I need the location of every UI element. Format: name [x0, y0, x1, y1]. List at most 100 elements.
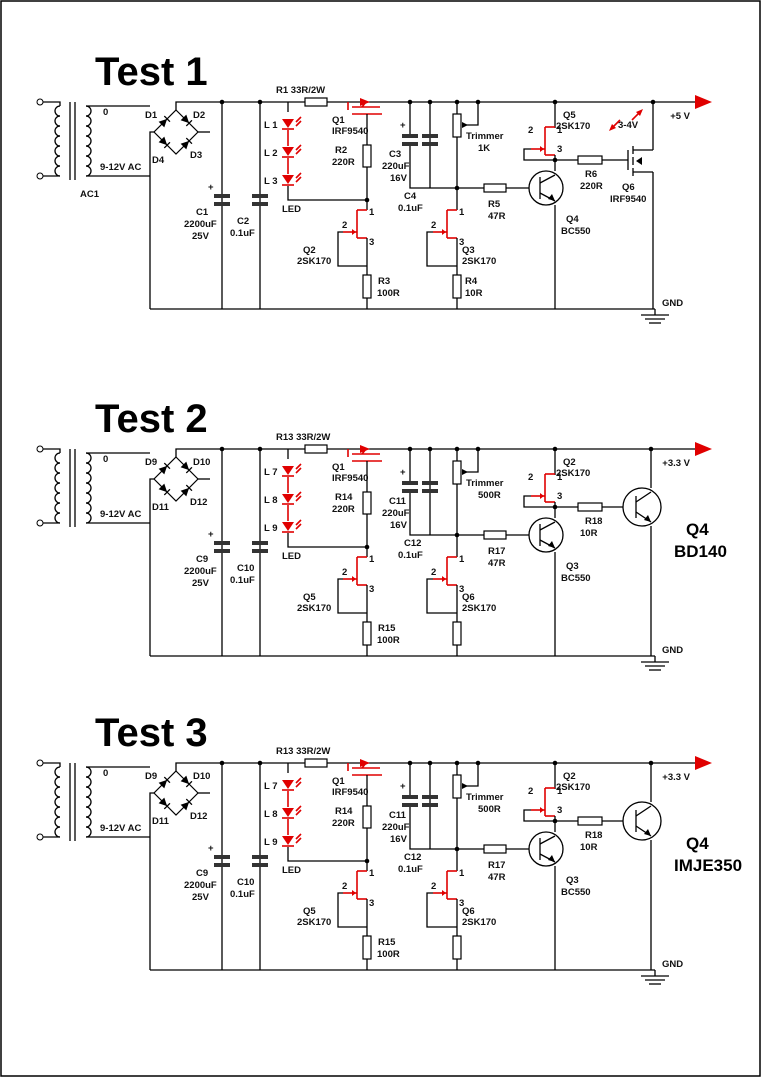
component-label: 220R	[332, 818, 355, 829]
component-label: L 8	[264, 809, 278, 820]
jfet-arrow	[540, 807, 544, 813]
component-label: 1	[557, 472, 563, 483]
component-label: 16V	[390, 173, 408, 184]
component-label: C1	[196, 207, 209, 218]
pmos-arrow	[360, 759, 370, 767]
component-label: 2200uF	[184, 880, 217, 891]
junction-dot	[257, 99, 263, 105]
capacitor-plate	[214, 549, 230, 553]
component-label: 0.1uF	[230, 228, 255, 239]
component-label: 2SK170	[462, 603, 496, 614]
trimmer-wiper	[462, 469, 468, 475]
cap-polarity: +	[208, 843, 214, 854]
bjt-arrow	[644, 829, 651, 836]
component-label: 16V	[390, 834, 408, 845]
component-label: R5	[488, 199, 501, 210]
component-label: 2SK170	[297, 917, 331, 928]
capacitor-plate	[214, 863, 230, 867]
resistor-symbol	[577, 816, 603, 826]
vgs-label: 3-4V	[618, 120, 639, 131]
ground-label: GND	[662, 298, 683, 309]
resistor-symbol	[577, 502, 603, 512]
component-label: R18	[585, 516, 602, 527]
ac-input-label: 9-12V AC	[100, 162, 141, 173]
component-label: BC550	[561, 887, 591, 898]
pmos-arrow	[360, 98, 370, 106]
jfet-arrow	[352, 890, 356, 896]
resistor-symbol	[304, 97, 328, 107]
capacitor-plate	[422, 803, 438, 807]
component-label: IRF9540	[610, 194, 646, 205]
component-label: 2SK170	[556, 121, 590, 132]
series-resistor-label: R13 33R/2W	[276, 746, 330, 757]
component-label: 2SK170	[297, 603, 331, 614]
output-arrow	[695, 442, 712, 456]
diode-bar	[185, 119, 193, 127]
component-label: 10R	[580, 528, 598, 539]
junction-dot	[648, 760, 654, 766]
capacitor-plate	[422, 489, 438, 493]
led-ray	[295, 116, 302, 123]
component-label: 2	[431, 567, 436, 578]
diode-bar	[163, 115, 171, 123]
circuit-title: Test 1	[95, 50, 208, 94]
led-symbol	[282, 147, 294, 156]
led-symbol	[282, 175, 294, 184]
q4-side-label: Q4	[686, 520, 709, 539]
junction-dot	[648, 446, 654, 452]
led-ray	[295, 491, 302, 498]
component-label: R6	[585, 169, 597, 180]
component-label: 1	[557, 786, 563, 797]
component-label: Q6	[462, 592, 475, 603]
component-label: 3	[369, 898, 374, 909]
resistor-symbol	[452, 113, 462, 138]
component-label: R15	[378, 937, 396, 948]
jfet-arrow	[352, 229, 356, 235]
component-label: 2	[528, 125, 533, 136]
component-label: Q5	[303, 592, 316, 603]
led-symbol	[282, 466, 294, 475]
junction-dot	[475, 446, 481, 452]
led-word-label: LED	[282, 204, 301, 215]
led-ray	[295, 805, 302, 812]
capacitor-plate	[214, 202, 230, 206]
wire	[426, 231, 457, 267]
bridge-outline	[153, 109, 199, 155]
diode-bar	[185, 137, 193, 145]
component-label: Q6	[622, 182, 635, 193]
led-word-label: LED	[282, 865, 301, 876]
capacitor-plate	[252, 863, 268, 867]
wire	[149, 792, 154, 837]
wire	[175, 101, 222, 110]
component-label: L 3	[264, 176, 278, 187]
diode-bar	[163, 462, 171, 470]
capacitor-plate	[402, 489, 418, 493]
component-label: 0.1uF	[230, 575, 255, 586]
diode-bar	[163, 141, 171, 149]
component-label: 220R	[332, 157, 355, 168]
component-label: 2SK170	[462, 917, 496, 928]
component-label: Q2	[563, 457, 576, 468]
wire	[43, 762, 61, 767]
component-label: C9	[196, 554, 208, 565]
trimmer-wiper	[462, 122, 468, 128]
junction-dot	[552, 760, 558, 766]
component-label: C10	[237, 877, 254, 888]
bjt-arrow	[548, 194, 555, 201]
jfet-arrow	[442, 576, 446, 582]
diode-bar	[163, 802, 171, 810]
component-label: C9	[196, 868, 208, 879]
junction-dot	[407, 99, 413, 105]
npn-transistor	[528, 517, 564, 553]
transformer-tap-label: 0	[103, 454, 108, 465]
resistor-symbol	[362, 935, 372, 960]
wire	[409, 807, 457, 850]
component-label: 25V	[192, 578, 210, 589]
component-label: L 2	[264, 148, 278, 159]
component-label: 3	[557, 491, 562, 502]
component-label: 3	[459, 237, 464, 248]
resistor-symbol	[362, 491, 372, 515]
bjt-collector	[539, 174, 556, 184]
